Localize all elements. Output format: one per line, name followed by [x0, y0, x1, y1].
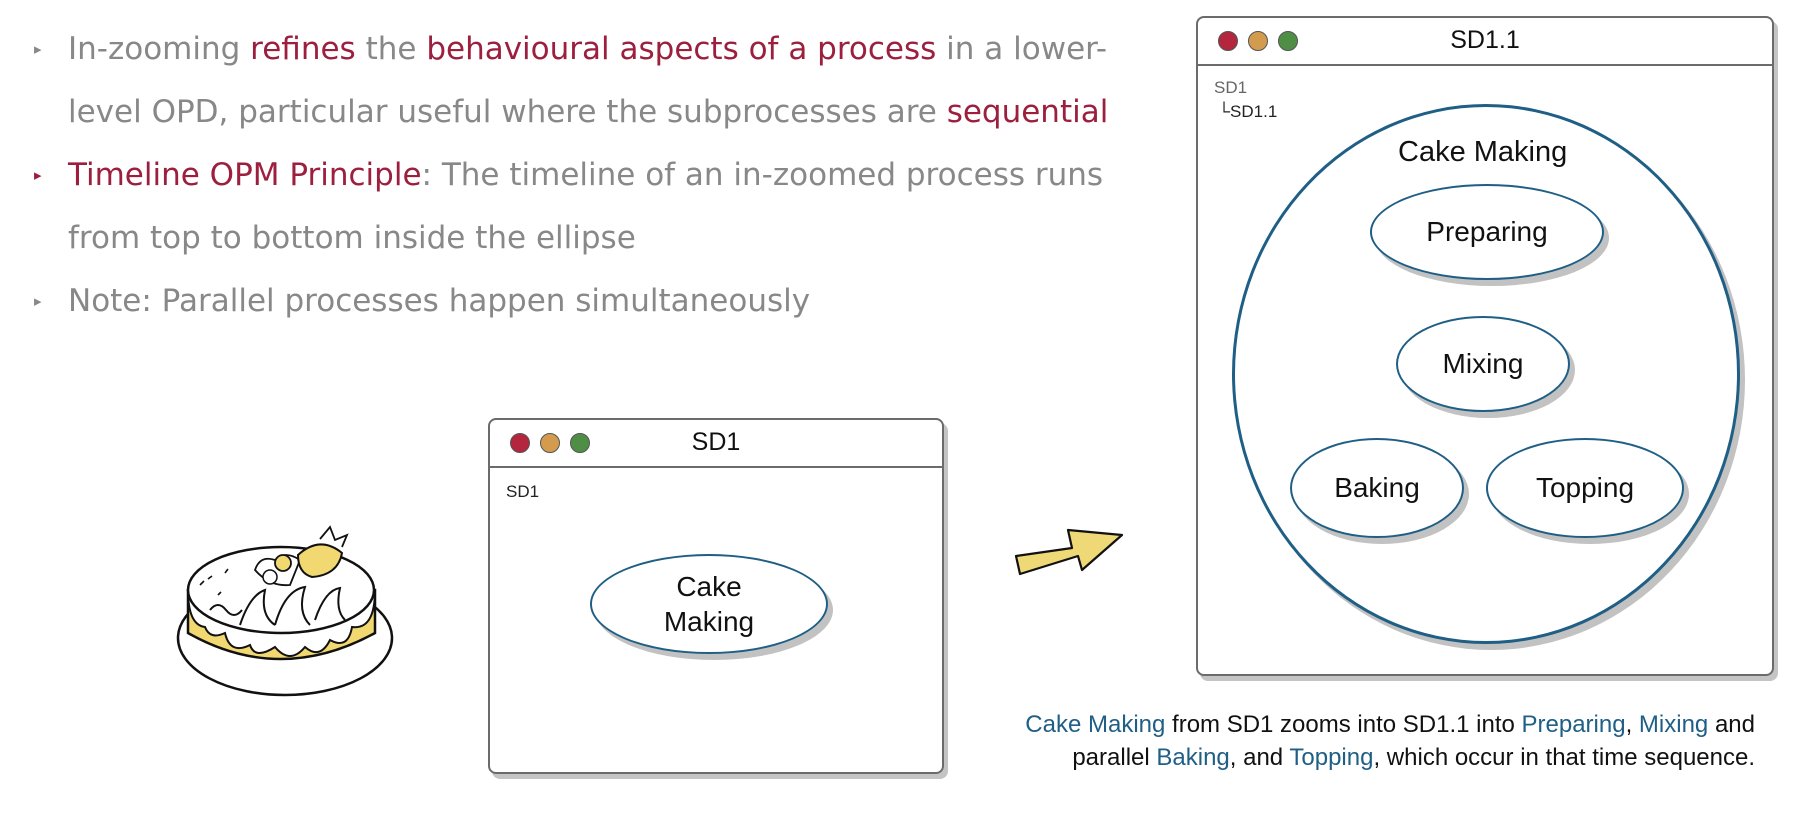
bullet-text: the	[355, 31, 427, 67]
opd-breadcrumb-child: └SD1.1	[1218, 102, 1278, 121]
caption-text: ,	[1625, 711, 1639, 738]
subprocess-baking: Baking	[1290, 438, 1464, 538]
highlighted-term: Timeline OPM Principle	[68, 157, 422, 193]
subprocess-label: Topping	[1535, 472, 1635, 503]
minimize-dot-icon	[540, 433, 560, 453]
bullet-text: In-zooming	[68, 31, 251, 67]
caption-text: , which occur in that time sequence.	[1373, 744, 1755, 771]
caption-process-topping: Topping	[1289, 744, 1374, 771]
right-arrow-icon	[1014, 528, 1124, 576]
subprocess-label: Mixing	[1442, 348, 1524, 379]
caption-process-baking: Baking	[1156, 744, 1230, 771]
diagram-window-sd1: SD1 SD1 Cake Making	[488, 418, 944, 774]
window-titlebar: SD1	[490, 420, 942, 468]
diagram-caption: Cake Making from SD1 zooms into SD1.1 in…	[855, 708, 1755, 774]
caption-text: from SD1 zooms into SD1.1 into	[1165, 711, 1522, 738]
caption-text: , and	[1229, 744, 1290, 771]
bullet-text: : The timeline of an in-zoomed process r…	[68, 157, 1104, 256]
subprocess-preparing: Preparing	[1370, 184, 1604, 280]
process-label: Cake Making	[663, 571, 755, 637]
bullet-list: ▸ In-zooming refines the behavioural aspe…	[34, 18, 1174, 333]
process-cake-making: Cake Making	[590, 554, 828, 654]
opd-breadcrumb-root: SD1	[1214, 78, 1248, 97]
close-dot-icon	[510, 433, 530, 453]
bullet-marker-icon: ▸	[34, 166, 42, 184]
subprocess-topping: Topping	[1486, 438, 1684, 538]
highlighted-term: sequential	[946, 94, 1109, 130]
maximize-dot-icon	[1278, 31, 1298, 51]
bullet-marker-icon: ▸	[34, 292, 42, 310]
bullet-item: ▸ Note: Parallel processes happen simulta…	[34, 270, 1174, 333]
caption-text: parallel	[1072, 744, 1157, 771]
subprocess-mixing: Mixing	[1396, 316, 1570, 412]
bullet-item: ▸ Timeline OPM Principle: The timeline of…	[34, 144, 1174, 270]
window-title: SD1.1	[1450, 26, 1520, 54]
bullet-item: ▸ In-zooming refines the behavioural aspe…	[34, 18, 1174, 144]
subprocess-label: Preparing	[1426, 216, 1548, 247]
close-dot-icon	[1218, 31, 1238, 51]
maximize-dot-icon	[570, 433, 590, 453]
window-title: SD1	[691, 428, 741, 456]
window-titlebar: SD1.1	[1198, 18, 1772, 66]
cake-illustration	[176, 525, 394, 697]
caption-process-preparing: Preparing	[1521, 711, 1626, 738]
caption-process-mixing: Mixing	[1638, 711, 1709, 738]
caption-process-cake-making: Cake Making	[1025, 711, 1166, 738]
subprocess-label: Baking	[1334, 472, 1420, 503]
bullet-text: Note: Parallel processes happen simultan…	[68, 283, 811, 319]
opd-breadcrumb: SD1	[506, 482, 540, 501]
bullet-text: in a lower-level OPD, particular useful …	[68, 31, 1108, 130]
bullet-marker-icon: ▸	[34, 40, 42, 58]
diagram-window-sd1-1: SD1.1 SD1 └SD1.1 Cake Making Preparing M…	[1196, 16, 1774, 676]
inzoomed-process-label: Cake Making	[1398, 136, 1568, 168]
caption-text: and	[1708, 711, 1755, 738]
highlighted-term: refines	[250, 31, 356, 67]
highlighted-term: behavioural aspects of a process	[426, 31, 937, 67]
minimize-dot-icon	[1248, 31, 1268, 51]
